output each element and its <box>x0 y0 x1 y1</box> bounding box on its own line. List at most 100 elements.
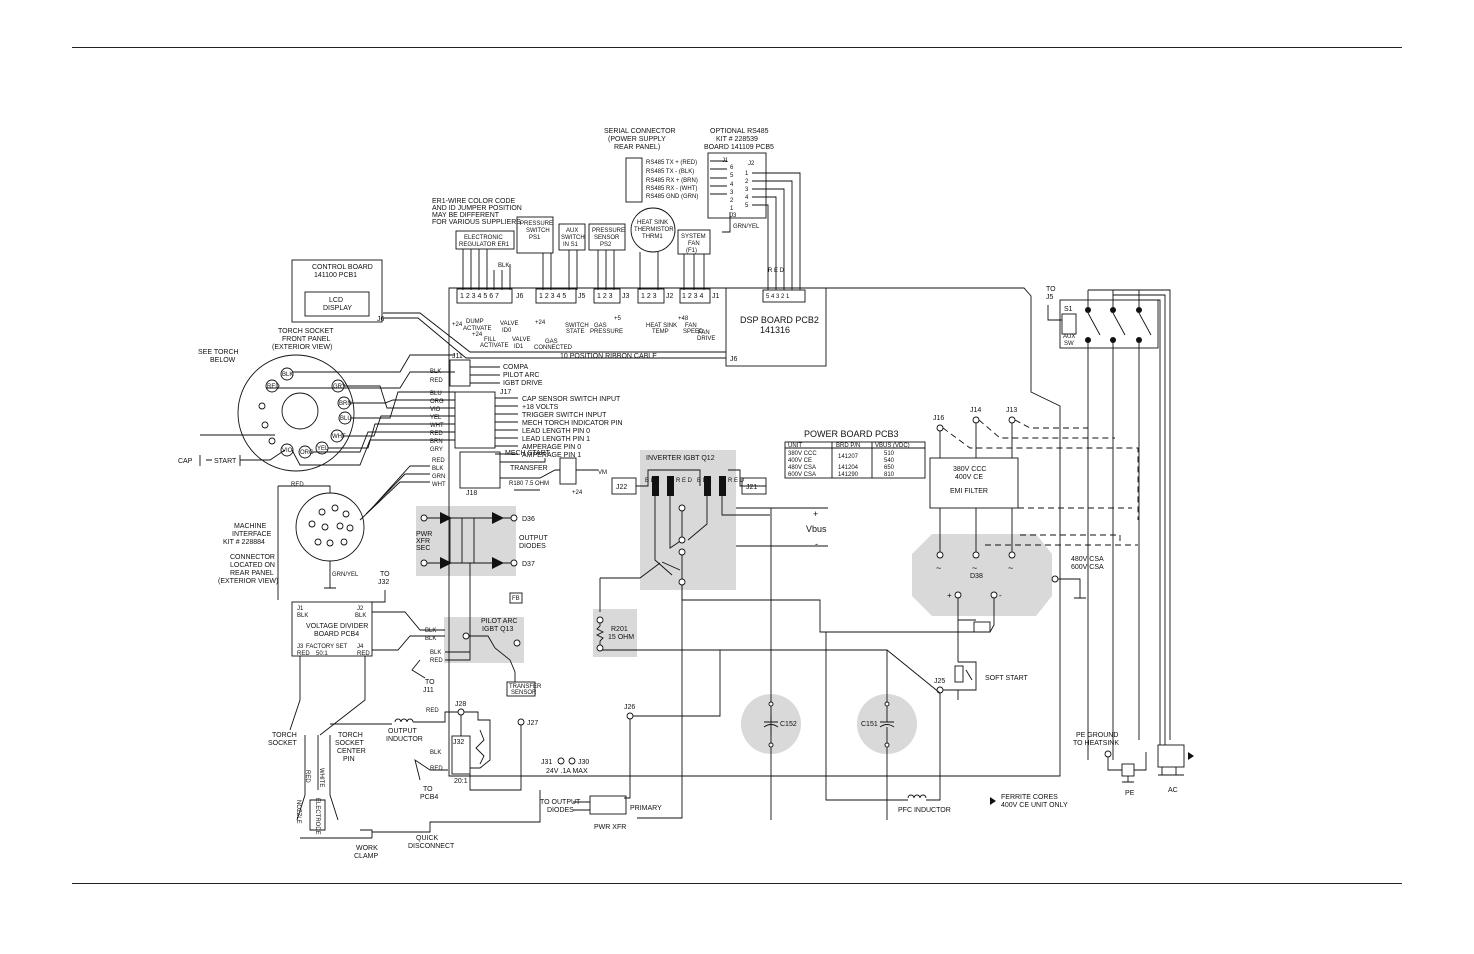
work-label: WORK <box>356 845 378 852</box>
torch-to-j17-wires <box>266 354 455 466</box>
diode-1 <box>440 512 452 524</box>
torch-wires <box>296 735 339 821</box>
start-label: START <box>214 458 237 465</box>
ps1-box <box>516 216 554 254</box>
pilot-arc-igbt: IGBT Q13 <box>482 626 513 633</box>
mech-start: MECH START <box>505 450 551 457</box>
disconnect-label: DISCONNECT <box>408 843 455 850</box>
ferrite-label: FERRITE CORES <box>1001 794 1058 801</box>
mi-ground <box>324 561 336 589</box>
j1-pin-2: 2 <box>730 198 734 204</box>
er1-box <box>455 230 515 250</box>
j18-to-machine-wires <box>359 465 430 521</box>
pilot-blk1: BLK <box>425 628 436 634</box>
d38-ac-1 <box>936 551 944 559</box>
inv-pin-4 <box>678 578 686 586</box>
pwr-xfr-box <box>589 795 627 815</box>
j6-lbl-valve: VALVE <box>500 321 518 327</box>
c151-symbol <box>720 649 941 820</box>
ps2-title: PRESSURE <box>592 228 625 234</box>
mi-pin-3 <box>342 510 350 518</box>
j17-amp1: AMPERAGE PIN 1 <box>522 452 581 459</box>
j18-label: J18 <box>466 490 477 497</box>
inv-red2: R E D <box>728 478 745 484</box>
rs485-title: OPTIONAL RS485 <box>710 128 769 135</box>
s1-aux-name: IN S1 <box>563 242 579 248</box>
j1-pin-1: 1 <box>730 206 734 212</box>
socket-pin-blu-label: BLU <box>340 416 352 422</box>
inv-blk1: B L K <box>645 478 659 484</box>
mi-kit: KIT # 228884 <box>223 539 265 546</box>
pilot-pin-2 <box>513 639 521 647</box>
pwr-xfr-sec3: SEC <box>416 545 430 552</box>
quick-label: QUICK <box>416 835 439 842</box>
j14-label: J14 <box>970 407 981 414</box>
vd-j1: J1 <box>297 606 304 612</box>
fan-name: (F1) <box>686 248 697 254</box>
rs485-lines: RS485 TX + (RED) RS485 TX - (BLK) RS485 … <box>646 160 749 212</box>
dsp-board-pn: 141316 <box>760 325 790 335</box>
inv-core-4 <box>719 476 726 496</box>
socket-pin-yel-label: YEL <box>317 446 329 452</box>
pt-r3-vbus: 650 <box>884 465 895 471</box>
top-wires <box>462 249 705 290</box>
j17-gry: GRY <box>430 447 443 453</box>
j1-pin-3: 3 <box>730 190 734 196</box>
connector-j6 <box>456 288 513 304</box>
j17-wire-colors: BLU ORG VIO YEL WHT RED BRN GRY <box>430 391 444 453</box>
vbus-plus: + <box>813 509 818 519</box>
j5-lbl-5: +5 <box>614 316 622 322</box>
socket-pin-gry-label: GRY <box>333 384 346 390</box>
mi-j32: J32 <box>378 579 389 586</box>
pilot-arc-shade <box>444 617 524 663</box>
j6-label: J6 <box>516 293 524 300</box>
socket-pin-wht-label: WHT <box>332 434 346 440</box>
s1-aux-title: AUX <box>566 228 578 234</box>
rs485-line-3: RS485 RX + (BRN) <box>646 178 698 184</box>
j11-blk: BLK <box>430 369 441 375</box>
j26-pin <box>626 712 634 720</box>
inv-red1: R E D <box>676 478 693 484</box>
see-torch: SEE TORCH <box>198 349 239 356</box>
j16-label: J16 <box>933 415 944 422</box>
j17-red: RED <box>430 431 443 437</box>
j32-label: J32 <box>453 739 464 746</box>
c152-pin-bot <box>768 742 774 748</box>
j17-org: ORG <box>430 399 444 405</box>
socket-pin-4 <box>261 421 269 429</box>
er1-name: REGULATOR ER1 <box>459 242 510 248</box>
j31-pin <box>557 757 565 765</box>
aux-sw-box <box>1061 313 1077 335</box>
d38-plus: + <box>947 591 952 600</box>
dsp-board-outline <box>448 287 1061 777</box>
j3-pins: 1 2 3 <box>597 293 613 300</box>
bus-wires <box>599 508 772 820</box>
pt-r4-vbus: 810 <box>884 472 895 478</box>
to-j5: TO <box>1046 286 1056 293</box>
aux-sw-label: AUX <box>1063 334 1075 340</box>
emi-380: 380V CCC <box>953 466 986 473</box>
pfc-label: PFC INDUCTOR <box>898 807 951 814</box>
s1-label: S1 <box>1064 306 1073 313</box>
pt-r4-pn: 141290 <box>838 472 859 478</box>
pe-ground-pin <box>1104 750 1112 758</box>
j17-vio: VIO <box>430 407 441 413</box>
serial-title: SERIAL CONNECTOR <box>604 128 676 135</box>
d38-ac-2 <box>972 551 980 559</box>
j21-label: J21 <box>746 484 757 491</box>
j6-pins: 1 2 3 4 5 6 7 <box>460 293 499 300</box>
j6-lbl-fill: FILL <box>484 337 497 343</box>
j17-mech: MECH TORCH INDICATOR PIN <box>522 420 623 427</box>
j6-lbl-24: +24 <box>452 322 463 328</box>
control-j6-label: J6 <box>377 316 385 323</box>
mi-pin-9 <box>326 539 334 547</box>
j26-label: J26 <box>624 704 635 711</box>
j27-pin <box>517 718 525 726</box>
see-torch-below: BELOW <box>210 357 236 364</box>
mi-red-wire <box>277 485 331 600</box>
rs485-grn-yel: GRN/YEL <box>733 224 760 230</box>
torch-center: TORCH <box>338 732 363 739</box>
j1-lbl-48: +48 <box>678 316 689 322</box>
pt-r1-unit: 380V CCC <box>788 451 817 457</box>
